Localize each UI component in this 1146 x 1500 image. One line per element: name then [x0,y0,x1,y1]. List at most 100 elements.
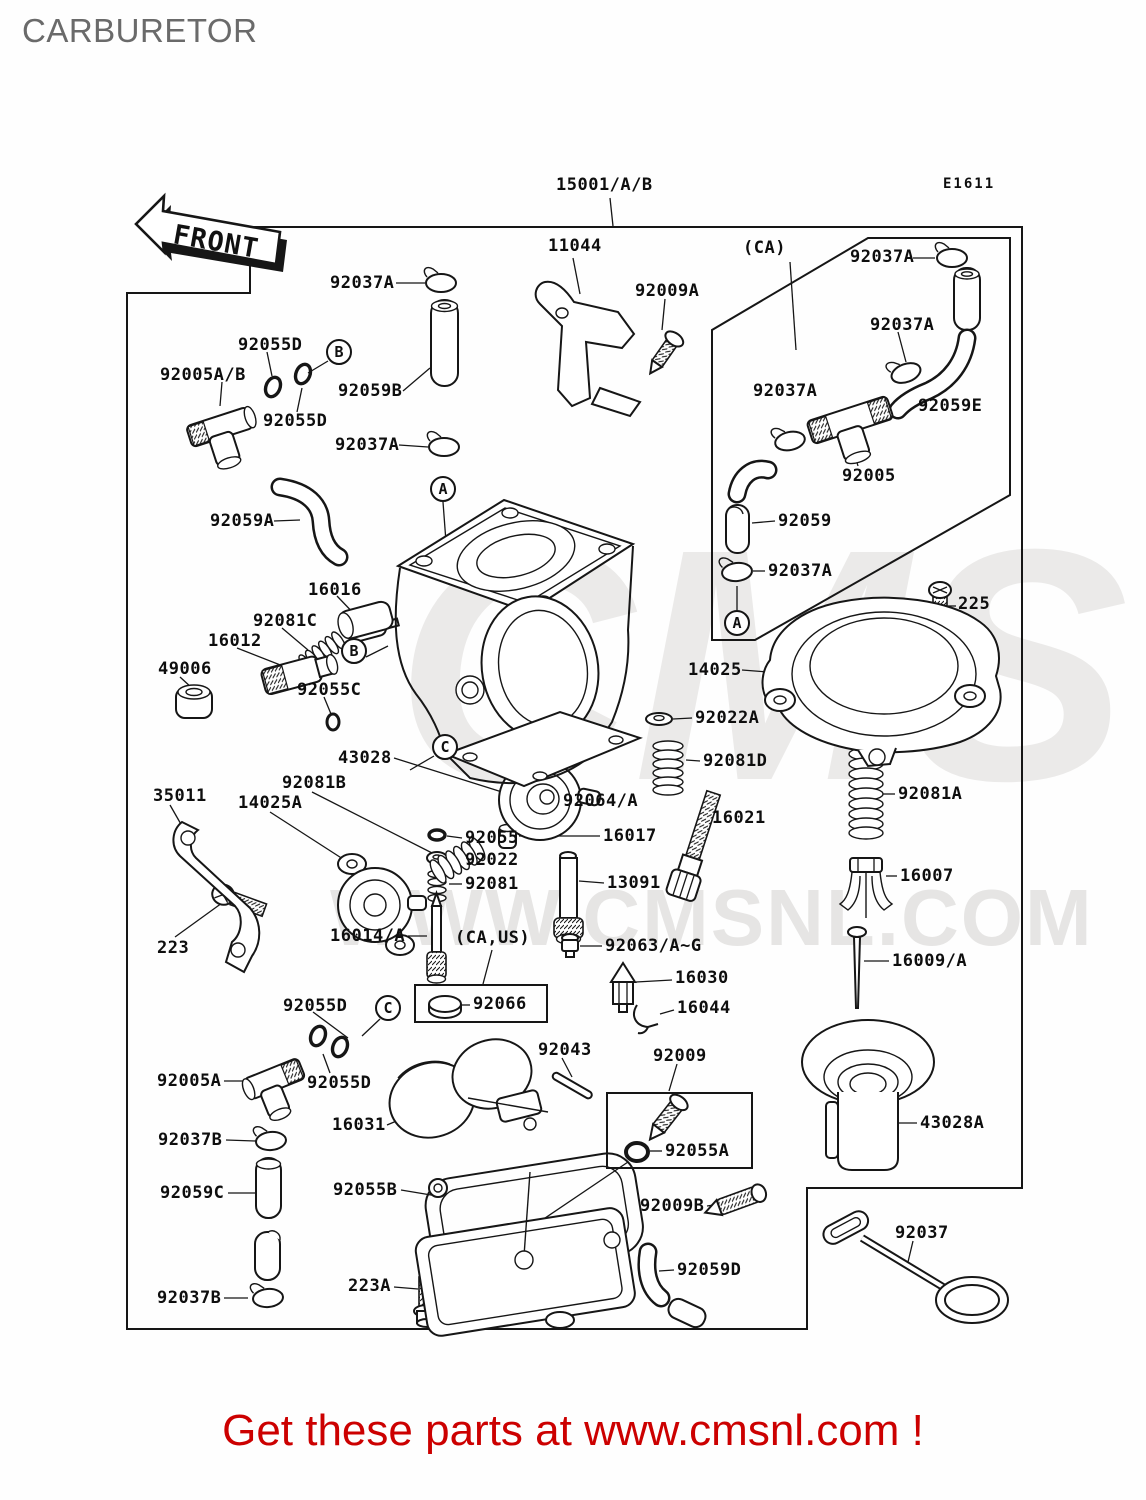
watermark-url: WWW.CMSNL.COM [330,873,1094,962]
part-jet-needle-16009 [847,926,867,1009]
part-float-16031 [388,1038,549,1139]
part-hose-92059e [888,328,977,420]
part-label-92081b[interactable]: 92081B [282,773,347,793]
part-label-92037a[interactable]: 92037A [330,273,395,293]
part-tube-92059-ca [725,504,750,554]
part-label-92059[interactable]: 92059 [778,511,832,531]
part-label-92043[interactable]: 92043 [538,1040,592,1060]
part-label-16031[interactable]: 16031 [332,1115,386,1135]
part-label-92037a[interactable]: 92037A [768,561,833,581]
part-bracket-35011 [172,820,261,974]
part-label-43028[interactable]: 43028 [338,748,392,768]
part-label-16014a[interactable]: 16014/A [330,926,406,946]
callout-circle-b: B [341,638,367,664]
part-label-15001ab[interactable]: 15001/A/B [556,175,653,195]
part-label-92081d[interactable]: 92081D [703,751,768,771]
part-label-14025a[interactable]: 14025A [238,793,303,813]
callout-circle-c: C [375,995,401,1021]
part-label-11044[interactable]: 11044 [548,236,602,256]
part-label-223a[interactable]: 223A [348,1276,391,1296]
part-label-92055c[interactable]: 92055C [297,680,362,700]
part-tube-ca-top [953,267,981,331]
ca-region-box [711,237,1011,641]
part-label-92009b[interactable]: 92009B [640,1196,705,1216]
part-label-92055[interactable]: 92055 [465,828,519,848]
part-label-92037b[interactable]: 92037B [157,1288,222,1308]
part-cover-14025a [337,853,427,956]
part-label-16017[interactable]: 16017 [603,826,657,846]
part-label-92055a[interactable]: 92055A [665,1141,730,1161]
part-orings-92055 [261,360,650,1163]
part-label-92037a[interactable]: 92037A [753,381,818,401]
part-label-92081c[interactable]: 92081C [253,611,318,631]
part-label-92005ab[interactable]: 92005A/B [160,365,246,385]
part-nut-92063 [561,933,579,958]
part-label-92059a[interactable]: 92059A [210,511,275,531]
part-label-92059d[interactable]: 92059D [677,1260,742,1280]
part-label-16009a[interactable]: 16009/A [892,951,968,971]
part-pull-ring-92037 [822,1210,1009,1324]
part-label-16030[interactable]: 16030 [675,968,729,988]
part-label-e1611: E1611 [943,176,996,192]
part-label-92055d[interactable]: 92055D [283,996,348,1016]
part-holder-16007 [838,857,894,918]
part-spring-92081d [652,740,684,796]
part-label-92037a[interactable]: 92037A [870,315,935,335]
part-label-16044[interactable]: 16044 [677,998,731,1018]
part-label-92009[interactable]: 92009 [653,1046,707,1066]
part-label-92055d[interactable]: 92055D [307,1073,372,1093]
part-label-13091[interactable]: 13091 [607,873,661,893]
part-plug-92066 [428,995,462,1019]
footer-promo-link[interactable]: Get these parts at www.cmsnl.com ! [222,1406,924,1455]
part-hose-92059a [270,477,349,567]
part-label-92066[interactable]: 92066 [473,994,527,1014]
part-label-92005a[interactable]: 92005A [157,1071,222,1091]
part-screw-16012 [260,653,339,696]
part-label-92063ag[interactable]: 92063/A~G [605,936,702,956]
part-label-14025[interactable]: 14025 [688,660,742,680]
part-needle-16014 [426,889,447,984]
part-label-92037a[interactable]: 92037A [335,435,400,455]
callout-circle-a: A [724,610,750,636]
part-cover-14025 [761,596,1002,768]
part-label-ca: (CA) [743,238,786,258]
part-spring-92081b [429,836,486,884]
part-label-16007[interactable]: 16007 [900,866,954,886]
part-label-16016[interactable]: 16016 [308,580,362,600]
ca-us-part-box [414,984,548,1023]
part-label-92022a[interactable]: 92022A [695,708,760,728]
part-label-92055b[interactable]: 92055B [333,1180,398,1200]
part-label-16012[interactable]: 16012 [208,631,262,651]
part-label-16021[interactable]: 16021 [712,808,766,828]
part-label-43028a[interactable]: 43028A [920,1113,985,1133]
part-label-225[interactable]: 225 [958,594,991,614]
part-label-92059c[interactable]: 92059C [160,1183,225,1203]
front-arrow: FRONT [134,192,287,272]
part-tube-92059b [430,299,459,387]
part-label-92037a[interactable]: 92037A [850,247,915,267]
part-screw-92009b [703,1183,768,1217]
part-hose-ca-elbow [727,459,778,504]
part-label-223[interactable]: 223 [157,938,190,958]
part-label-49006[interactable]: 49006 [158,659,212,679]
part-label-92055d[interactable]: 92055D [238,335,303,355]
part-label-92037b[interactable]: 92037B [158,1130,223,1150]
part-carburetor-body [337,498,643,788]
part-label-92055d[interactable]: 92055D [263,411,328,431]
part-label-92005[interactable]: 92005 [842,466,896,486]
part-label-caus: (CA,US) [455,928,531,948]
part-label-92022[interactable]: 92022 [465,850,519,870]
part-label-92037[interactable]: 92037 [895,1223,949,1243]
part-screw-92009a [648,330,685,376]
part-label-92059e[interactable]: 92059E [918,396,983,416]
part-pin-92043 [551,1071,593,1100]
pilot-screw-box [606,1092,753,1169]
part-label-92081[interactable]: 92081 [465,874,519,894]
part-label-92059b[interactable]: 92059B [338,381,403,401]
part-tfitting-92005ab [186,405,257,470]
part-label-92081a[interactable]: 92081A [898,784,963,804]
part-label-92064a[interactable]: 92064/A [563,791,639,811]
part-label-92009a[interactable]: 92009A [635,281,700,301]
part-tfitting-92005a [241,1058,306,1122]
part-label-35011[interactable]: 35011 [153,786,207,806]
